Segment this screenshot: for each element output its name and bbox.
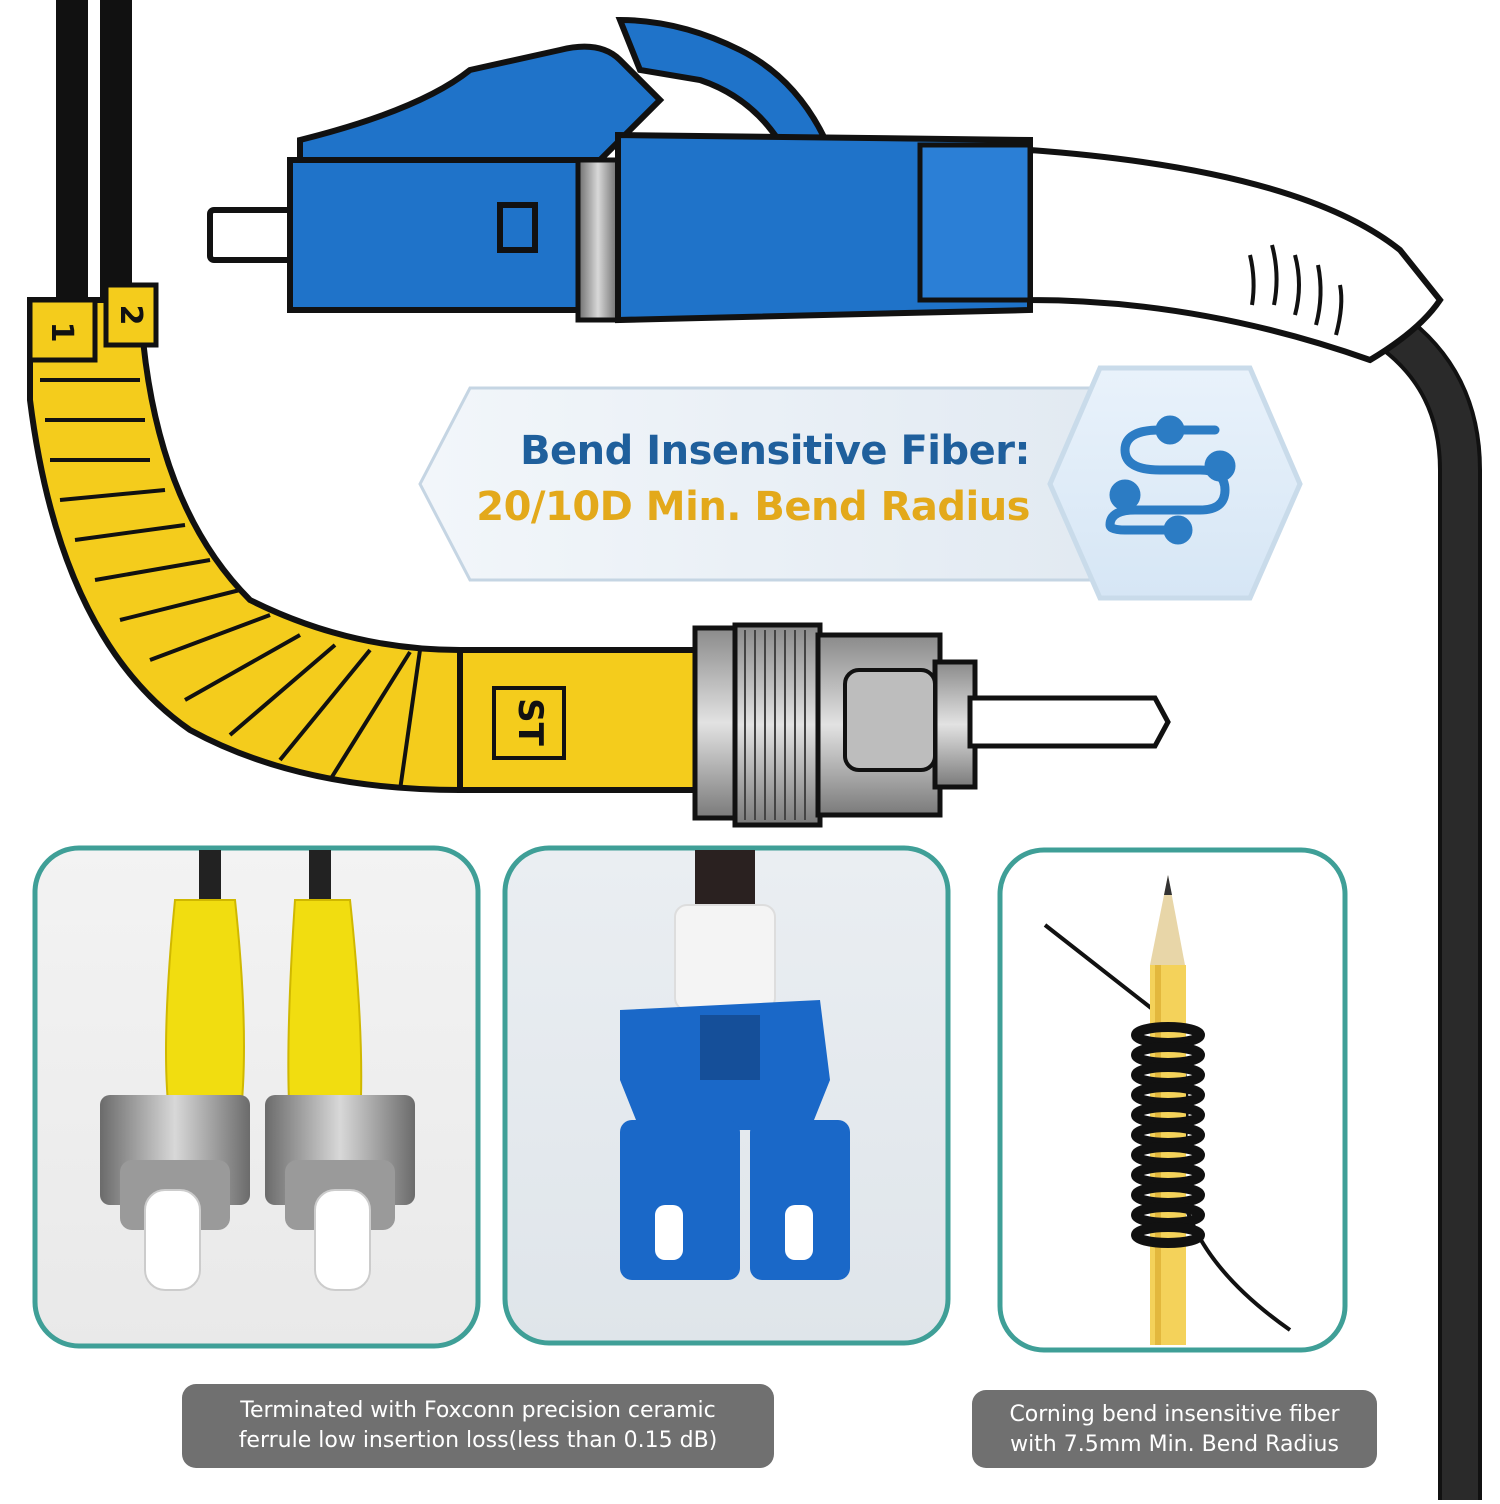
tag-1-label: 1 — [44, 322, 79, 343]
lc-connector-photo — [502, 845, 951, 1346]
tag-1: 1 — [27, 297, 98, 363]
banner-title-line1: Bend Insensitive Fiber: — [520, 428, 1030, 474]
caption-left: Terminated with Foxconn precision cerami… — [182, 1384, 774, 1468]
caption-right: Corning bend insensitive fiber with 7.5m… — [972, 1390, 1377, 1468]
cable-route-icon — [1105, 415, 1236, 545]
caption-right-line1: Corning bend insensitive fiber — [1009, 1402, 1340, 1427]
tag-2-label: 2 — [113, 305, 148, 326]
st-boot — [27, 297, 463, 794]
st-connector-illustration: ST — [457, 622, 1171, 828]
lc-boot — [1027, 146, 1444, 364]
bend-radius-photo — [997, 847, 1348, 1353]
caption-left-line2: ferrule low insertion loss(less than 0.1… — [238, 1428, 718, 1453]
caption-right-line2: with 7.5mm Min. Bend Radius — [1010, 1432, 1339, 1457]
feature-banner — [418, 365, 1303, 601]
st-label: ST — [510, 698, 550, 746]
tag-2: 2 — [103, 282, 159, 348]
lc-connector-illustration — [207, 16, 1033, 324]
st-connector-photo — [32, 845, 481, 1349]
caption-left-line1: Terminated with Foxconn precision cerami… — [240, 1398, 716, 1423]
coiled-fiber — [1131, 1022, 1205, 1248]
banner-title-line2: 20/10D Min. Bend Radius — [476, 484, 1030, 530]
